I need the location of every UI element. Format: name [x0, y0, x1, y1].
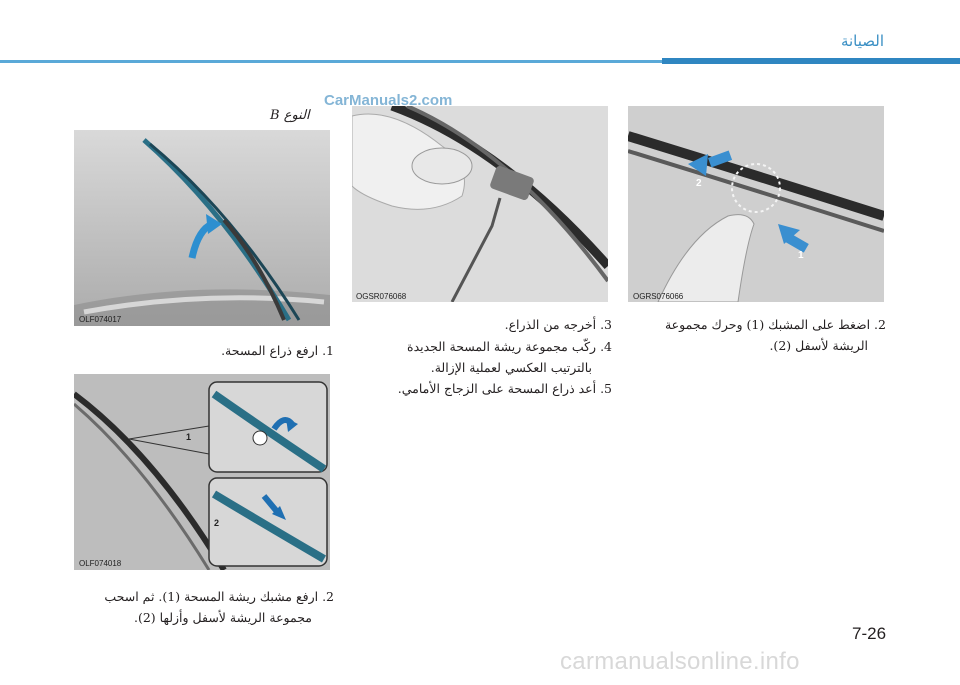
watermark-bottom: carmanualsonline.info: [560, 648, 800, 675]
callout-2: 2: [214, 518, 220, 528]
step-3: 3. أخرجه من الذراع.: [504, 317, 612, 332]
figure-code: OGRS076066: [633, 292, 684, 301]
step-2-line-1: 2. ارفع مشبك ريشة المسحة (1). ثم اسحب: [104, 589, 334, 604]
type-label: النوع B: [270, 108, 310, 123]
figure-code: OGSR076068: [356, 292, 407, 301]
figure-clip-removal: [74, 374, 330, 570]
figure-wiper-arm-raised: [74, 130, 330, 326]
page-number: 7-26: [852, 624, 887, 643]
callout-2: 2: [696, 178, 702, 189]
right-step-2-line-1: 2. اضغط على المشبك (1) وحرك مجموعة: [664, 317, 886, 332]
section-title: الصيانة: [840, 32, 884, 50]
figure-press-clip: [628, 106, 884, 302]
figure-code: OLF074017: [79, 315, 122, 324]
figure-code: OLF074018: [79, 559, 122, 568]
step-2-line-2: مجموعة الريشة لأسفل وأزلها (2).: [133, 610, 312, 625]
step-4-line-2: بالترتيب العكسي لعملية الإزالة.: [430, 360, 592, 375]
step-5: 5. أعد ذراع المسحة على الزجاج الأمامي.: [397, 381, 612, 396]
step-4-line-1: 4. ركّب مجموعة ريشة المسحة الجديدة: [407, 339, 612, 354]
figure-blade-out: [352, 106, 608, 302]
right-step-2-line-2: الريشة لأسفل (2).: [769, 338, 868, 353]
callout-1: 1: [186, 432, 192, 442]
header-divider: [0, 60, 960, 63]
step-1: 1. ارفع ذراع المسحة.: [221, 343, 334, 358]
callout-1: 1: [798, 250, 804, 261]
header-accent-bar: [662, 58, 960, 64]
watermark-top: CarManuals2.com: [324, 92, 453, 109]
